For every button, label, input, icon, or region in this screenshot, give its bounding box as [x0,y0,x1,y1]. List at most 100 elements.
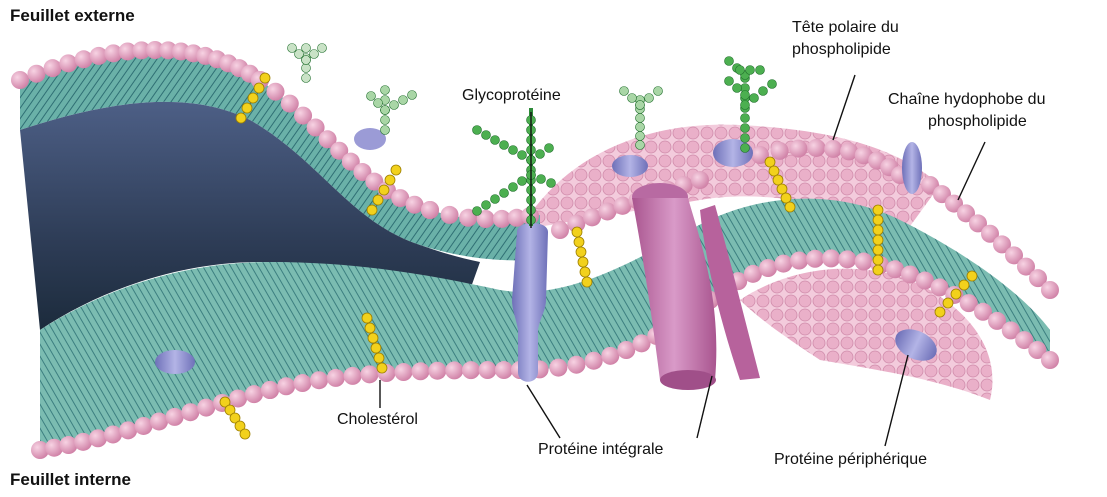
glycan-residue [654,87,663,96]
polar-head-bead [406,196,424,214]
polar-head-bead [601,347,619,365]
cholesterol-ring [580,267,590,277]
glycan-residue [491,136,500,145]
glycan-residue [741,114,750,123]
glycan-residue [628,94,637,103]
glycan-residue [636,141,645,150]
polar-head-bead [806,250,824,268]
cholesterol-label: Cholestérol [337,410,418,429]
polar-head-bead [44,59,62,77]
cholesterol-ring [873,215,883,225]
polar-head-bead [89,429,107,447]
cholesterol-ring [578,257,588,267]
cholesterol-ring [236,113,246,123]
polar-head-bead [11,71,29,89]
glycan-residue [741,144,750,153]
glycan-residue [759,87,768,96]
cholesterol-ring [371,343,381,353]
glycoprotein-label: Glycoprotéine [462,86,561,105]
polar-head-label-line2: phospholipide [792,40,891,59]
cholesterol-ring [254,83,264,93]
cholesterol-ring [935,307,945,317]
cholesterol-ring [769,166,779,176]
glycan-residue [741,91,750,100]
inner-leaflet-label: Feuillet interne [10,470,131,490]
glycan-residue [302,64,311,73]
polar-head-label-line1: Tête polaire du [792,18,899,37]
glycan-residue [545,144,554,153]
polar-head-bead [585,352,603,370]
polar-head-bead [691,171,709,189]
peripheral-protein-label: Protéine périphérique [774,450,927,469]
cholesterol-ring [873,245,883,255]
polar-head-bead [293,374,311,392]
polar-head-bead [822,249,840,267]
polar-head-bead [462,361,480,379]
glycan-residue [636,132,645,141]
glycan-residue [741,134,750,143]
polar-head-bead [394,363,412,381]
polar-head-bead [495,361,513,379]
cholesterol-ring [777,184,787,194]
cholesterol-ring [368,333,378,343]
glycan-residue [750,94,759,103]
polar-head-bead [428,362,446,380]
glycan-residue [636,101,645,110]
polar-head-bead [281,95,299,113]
polar-head-bead [261,381,279,399]
hydrophobic-chain-label-line2: phospholipide [928,112,1027,131]
polar-head-bead [344,367,362,385]
cholesterol-ring [873,225,883,235]
cholesterol-ring [242,103,252,113]
polar-head-bead [824,140,842,158]
polar-head-bead [759,259,777,277]
polar-head-bead [567,356,585,374]
polar-head-bead [411,362,429,380]
glycan-residue [509,183,518,192]
polar-head-bead [277,377,295,395]
glycan-residue [741,124,750,133]
cholesterol-ring [576,247,586,257]
glycan-residue [547,179,556,188]
polar-head-bead [549,359,567,377]
cholesterol-ring [377,363,387,373]
glycan-residue [733,84,742,93]
polar-head-bead [310,371,328,389]
glycan-residue [288,44,297,53]
glycan-residue [318,44,327,53]
cholesterol-ring [873,265,883,275]
glycan-residue [725,57,734,66]
polar-head-bead [771,142,789,160]
polar-head-bead [445,361,463,379]
cholesterol-ring [365,323,375,333]
polar-head-bead [59,54,77,72]
outer-leaflet-label: Feuillet externe [10,6,135,26]
cholesterol-ring [967,271,977,281]
cholesterol-ring [373,195,383,205]
cholesterol-ring [943,298,953,308]
polar-head-bead [774,255,792,273]
polar-head-bead [181,403,199,421]
cholesterol-ring [773,175,783,185]
glycan-residue [390,101,399,110]
cholesterol-ring [873,255,883,265]
glycan-residue [500,189,509,198]
cholesterol-ring [248,93,258,103]
glycan-residue [473,207,482,216]
glycan-residue [482,131,491,140]
glycan-residue [518,151,527,160]
polar-head-bead [27,65,45,83]
polar-head-bead [266,83,284,101]
cholesterol-ring [362,313,372,323]
polar-head-bead [790,252,808,270]
polar-head-bead [135,417,153,435]
glycan-residue [381,106,390,115]
polar-head-bead [104,425,122,443]
glycan-residue [741,101,750,110]
integral-protein-label: Protéine intégrale [538,440,663,459]
cholesterol-ring [367,205,377,215]
polar-head-bead [166,408,184,426]
cholesterol-ring [240,429,250,439]
